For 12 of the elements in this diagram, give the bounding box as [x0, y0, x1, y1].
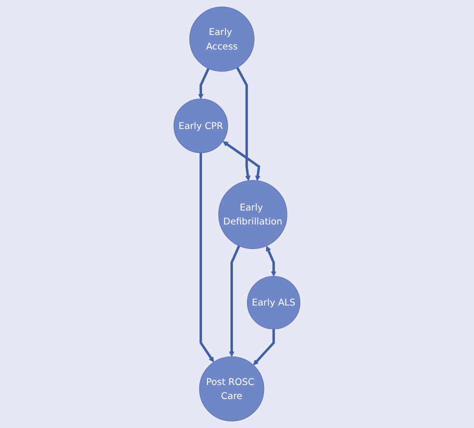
- node-circle: Post ROSC Care: [199, 356, 264, 422]
- arrow: [253, 329, 275, 366]
- arrow: [229, 245, 240, 357]
- arrow: [198, 68, 210, 100]
- arrow: [266, 246, 276, 277]
- node-circle: Early CPR: [174, 98, 228, 154]
- arrow: [236, 66, 251, 181]
- node-circle: Early ALS: [247, 276, 300, 330]
- arrow: [222, 141, 260, 181]
- node-circle: Early Access: [189, 6, 254, 72]
- arrow: [200, 152, 214, 362]
- node-circle: Early Defibrillation: [218, 180, 288, 250]
